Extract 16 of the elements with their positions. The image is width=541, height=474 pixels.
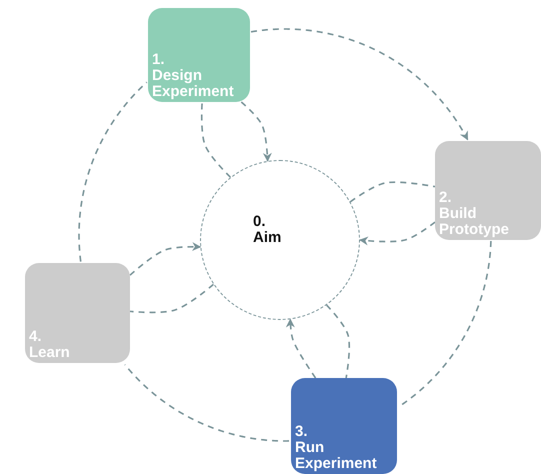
node-label: 0. <box>253 214 267 230</box>
node-label: Run Experiment <box>295 440 378 472</box>
node-label: 3. <box>295 424 309 440</box>
aim-circle <box>200 160 360 320</box>
step-box <box>148 8 250 102</box>
step-box <box>25 263 130 363</box>
step-box <box>435 141 541 240</box>
arrow <box>129 242 202 276</box>
arrow <box>286 318 316 378</box>
node-label: 1. <box>152 52 166 68</box>
node-label: Aim <box>253 230 282 246</box>
node-label: Design Experiment <box>152 68 235 100</box>
arrow <box>240 101 272 162</box>
step-box <box>291 378 397 474</box>
arrow <box>250 28 468 140</box>
arrow <box>359 221 436 246</box>
